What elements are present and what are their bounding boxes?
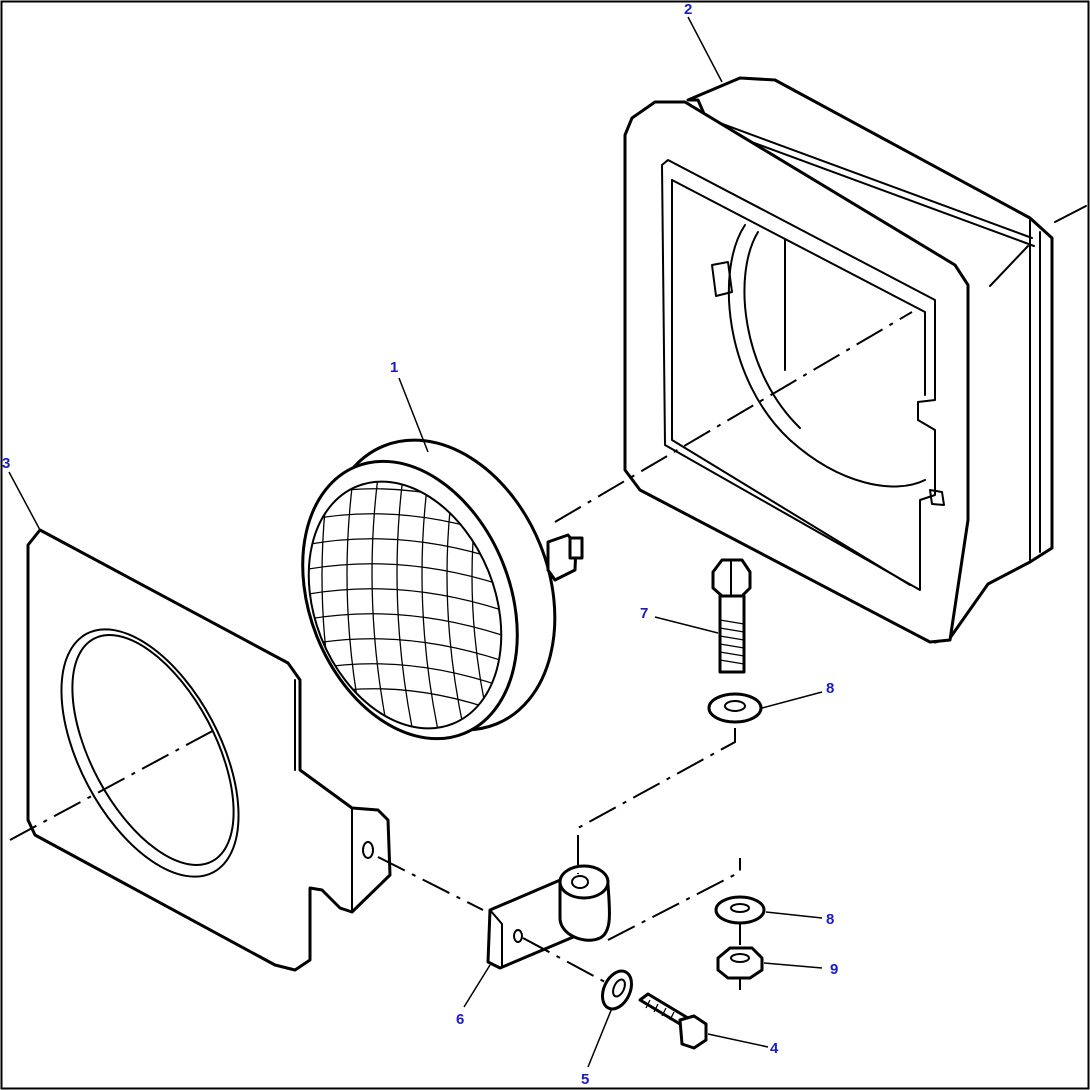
callout-3: 3 [2,455,10,472]
part-1-lamp [279,438,584,743]
part-8-washer-upper [707,692,763,724]
callout-leaders [8,16,823,1068]
callout-4: 4 [770,1040,779,1057]
part-7-bolt [711,558,752,674]
part-4-cap-screw [638,992,708,1050]
callout-7: 7 [640,605,648,622]
part-9-nut [716,946,764,980]
callout-1: 1 [390,359,398,376]
part-3-bezel [26,528,392,972]
callout-9: 9 [830,961,838,978]
callout-2: 2 [684,1,692,18]
part-2-housing [623,76,1087,644]
assembly-centerlines [9,311,913,990]
part-6-bracket [486,864,612,970]
callout-5: 5 [581,1071,589,1088]
callout-8-upper: 8 [826,680,834,697]
callout-8-lower: 8 [826,911,834,928]
callout-6: 6 [456,1011,464,1028]
part-5-lock-washer [600,969,634,1011]
part-8-washer-lower [714,895,766,925]
